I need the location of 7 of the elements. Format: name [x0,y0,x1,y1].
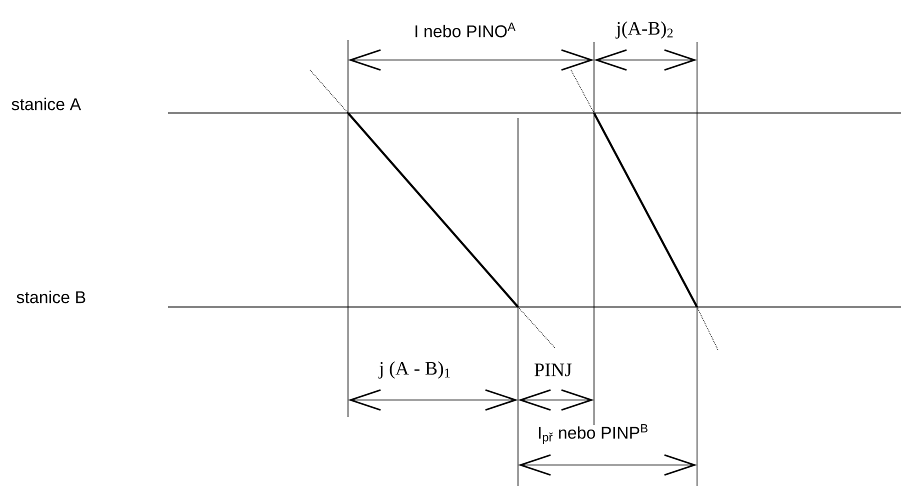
station-label: stanice A [12,98,82,110]
dimension-label: I$_{př}$ nebo PINP$^{B}$ [538,424,648,444]
dimension-label: PINJ [534,364,572,376]
dimension-label: j(A-B)$_{2}$ [616,21,673,39]
station-label: stanice B [16,290,86,304]
dimension-label: j (A - B)$_{1}$ [378,361,450,379]
dimension-label: I nebo PINO$^{A}$ [416,22,516,38]
